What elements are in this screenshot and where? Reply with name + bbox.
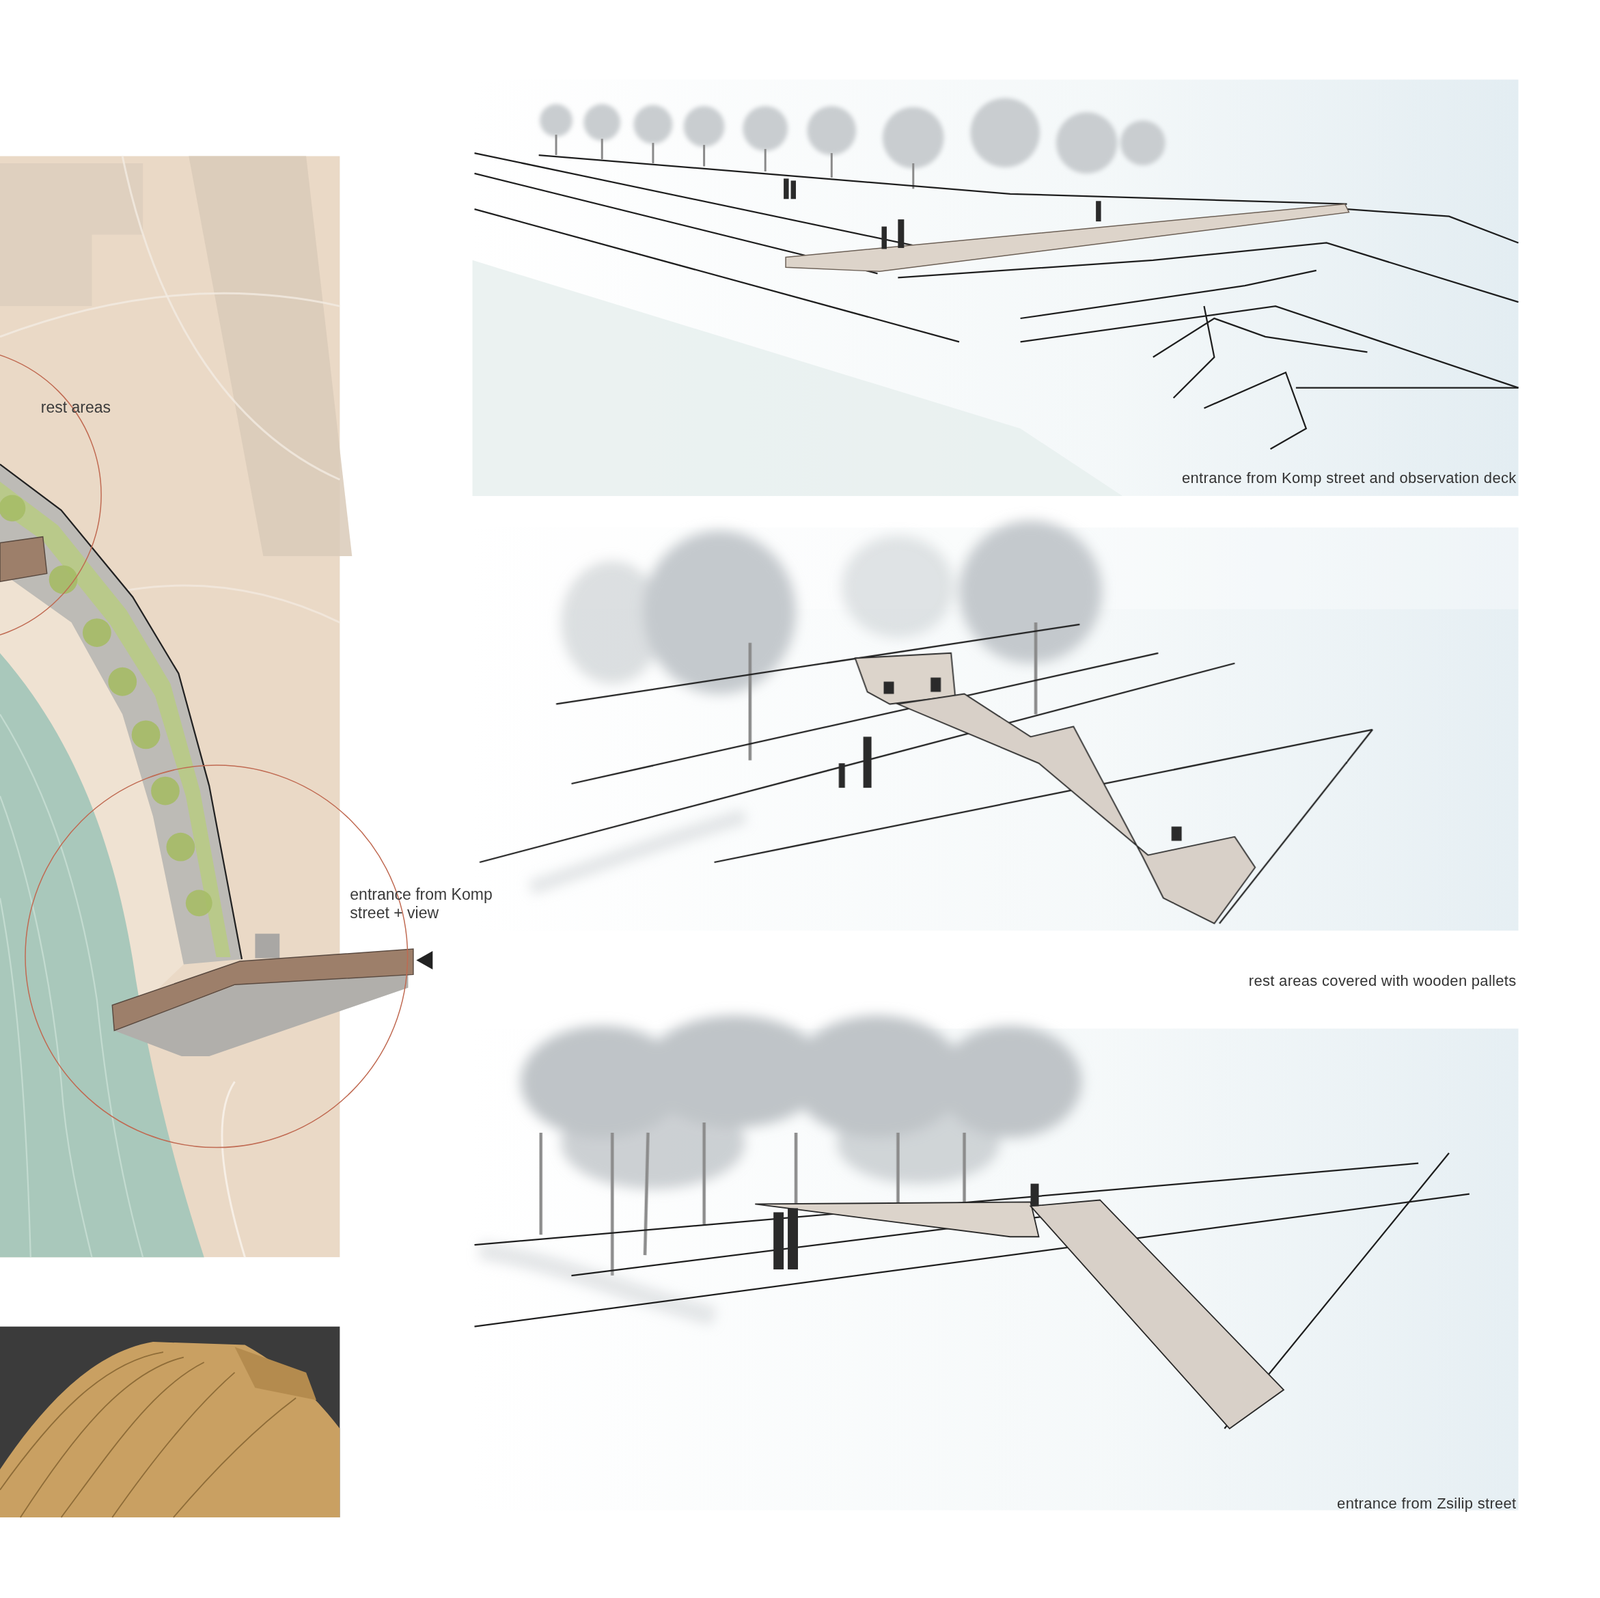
model-photo bbox=[0, 1326, 340, 1518]
circle-outline bbox=[24, 764, 409, 1149]
sketch-caption: entrance from Komp street and observatio… bbox=[1181, 469, 1517, 488]
sketch-caption: entrance from Zsilip street bbox=[1336, 1494, 1516, 1513]
perspective-sketch bbox=[472, 1015, 1519, 1510]
callout-circle: entrance from Komp street + view bbox=[24, 764, 409, 1149]
area-label: entrance from Komp street + view bbox=[349, 885, 507, 922]
perspective-sketch bbox=[472, 79, 1519, 496]
circle-outline bbox=[0, 347, 102, 643]
area-label: rest areas bbox=[40, 398, 178, 417]
site-plan bbox=[0, 156, 433, 1258]
callout-circle: rest areas bbox=[0, 347, 102, 643]
sketch-caption: rest areas covered with wooden pallets bbox=[1248, 972, 1517, 990]
perspective-sketch bbox=[472, 520, 1519, 931]
